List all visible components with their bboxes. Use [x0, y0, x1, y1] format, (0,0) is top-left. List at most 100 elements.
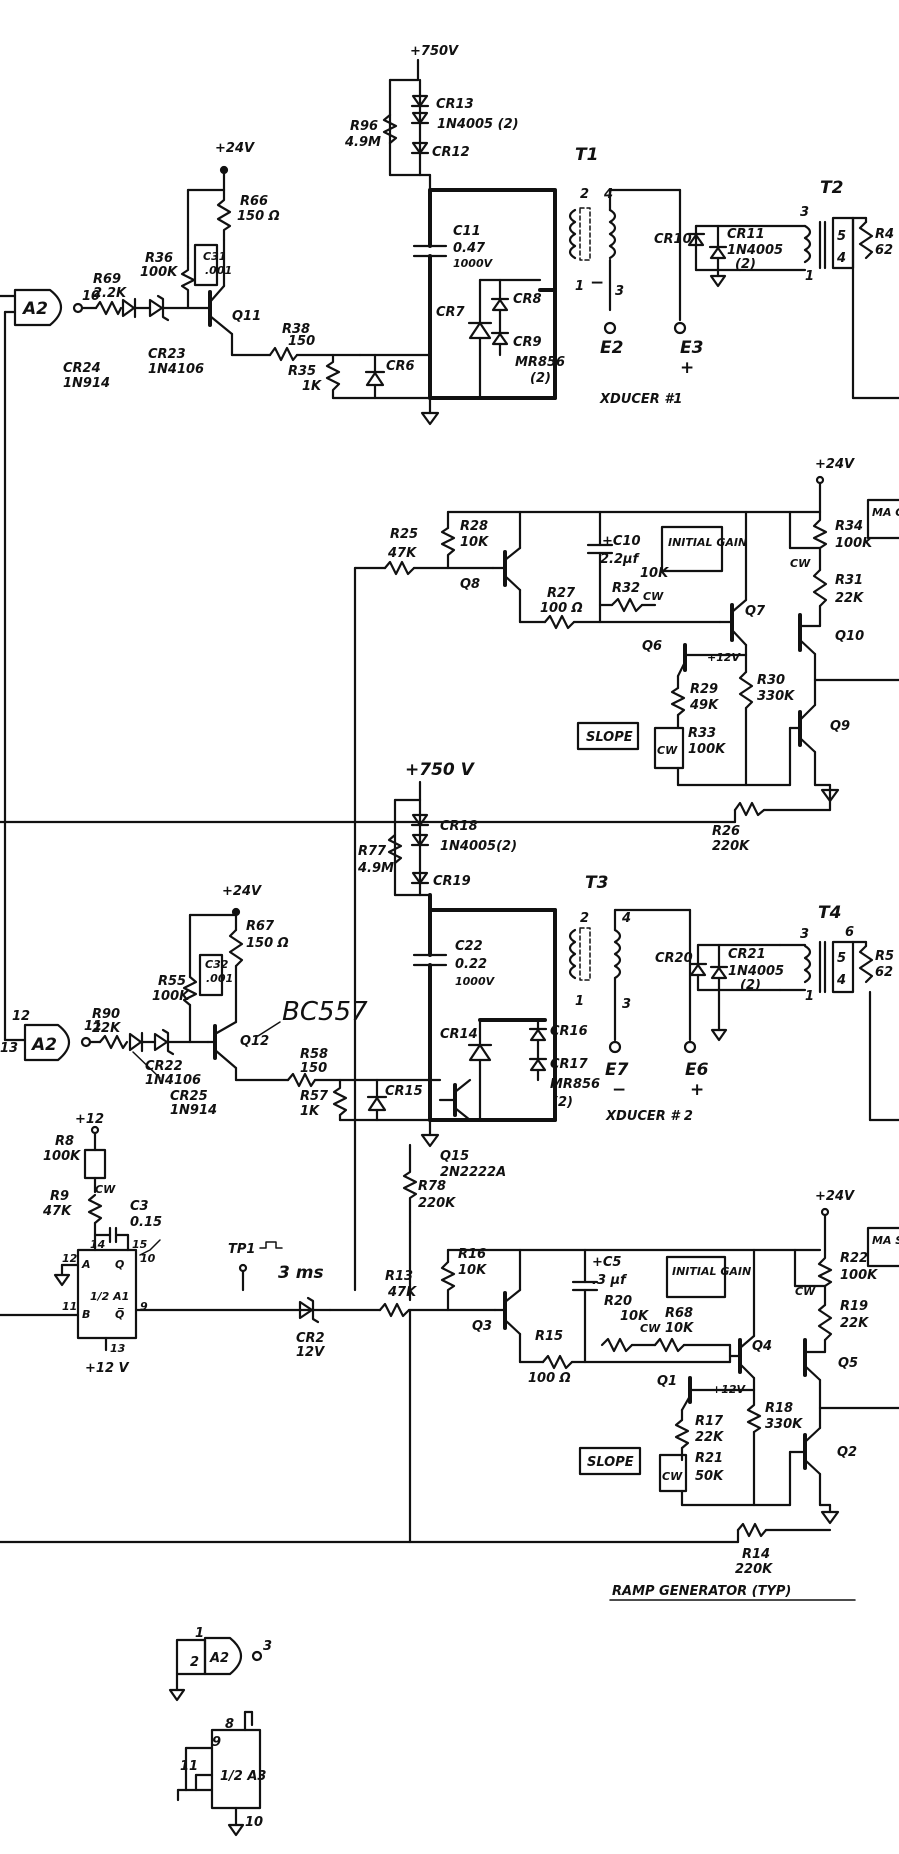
slope-box-1	[576, 721, 640, 751]
transformer-primary-loop	[428, 188, 557, 292]
resistor-r31	[812, 568, 828, 608]
transistor-q8-emitter	[503, 574, 522, 592]
r58-label: R58	[300, 1047, 328, 1062]
a3-pin10: 10	[245, 1815, 263, 1830]
ground-symbol	[710, 1028, 728, 1042]
cr8-label: CR8	[513, 292, 542, 307]
resistor-r18	[746, 1388, 762, 1434]
nand-gate-a2-top	[13, 288, 63, 327]
r14-value: 220K	[735, 1562, 773, 1577]
slope-box-2	[578, 1446, 642, 1476]
q15-label: Q15	[440, 1149, 469, 1164]
xducer-2-label: XDUCER # 2	[605, 1109, 693, 1124]
r21-value: 50K	[695, 1469, 724, 1484]
pin-label: 2	[190, 1655, 199, 1670]
diode-cr18-a	[411, 813, 429, 827]
t1-pin3: 3	[615, 284, 624, 299]
transistor-q12-emitter	[213, 1020, 238, 1036]
resistor-r9	[87, 1193, 103, 1225]
resistor-r28	[440, 526, 456, 570]
a1-pin14: 14	[90, 1238, 105, 1251]
r33-value: 100K	[688, 742, 726, 757]
diode-cr19-a	[411, 871, 429, 885]
transistor-q10-emitter	[798, 638, 817, 656]
resistor-r15	[541, 1354, 574, 1370]
t2-label: T2	[820, 178, 843, 198]
resistor-r4x	[858, 220, 874, 260]
resistor-r68	[653, 1337, 686, 1353]
resistor-r20	[600, 1337, 634, 1353]
zener-cr22	[153, 1032, 169, 1052]
gate-label: A2	[30, 1035, 57, 1055]
t2-pin3: 3	[800, 205, 809, 220]
r55-label: R55	[158, 974, 186, 989]
resistor-r77	[387, 833, 403, 865]
transistor-q4-emitter	[738, 1362, 756, 1380]
cr21-qty: (2)	[740, 978, 761, 993]
r55-value: 100K	[152, 989, 190, 1004]
pin-label: 3	[263, 1639, 272, 1654]
r78-value: 220K	[418, 1196, 456, 1211]
q8-label: Q8	[460, 577, 480, 592]
cr13-value: 1N4005 (2)	[437, 117, 519, 132]
r66-value: 150 Ω	[237, 209, 280, 224]
c31-label: C31	[203, 250, 226, 263]
c22-voltage: 1000V	[455, 975, 496, 988]
r4x-label: R4	[875, 227, 894, 242]
resistor-r90	[98, 1034, 129, 1050]
resistor-r27	[543, 614, 576, 630]
cr11-label: CR11	[727, 227, 765, 242]
cr24-value: 1N914	[63, 376, 110, 391]
cr15-label: CR15	[385, 1084, 423, 1099]
q7-label: Q7	[745, 604, 766, 619]
t3-primary-coil	[568, 928, 577, 980]
t2-primary-coil	[803, 224, 812, 264]
transistor-q11-collector	[208, 314, 234, 336]
e3-sign: +	[680, 358, 694, 378]
q11-label: Q11	[232, 309, 261, 324]
a1-pin-qbar: Q̅	[115, 1308, 124, 1321]
resistor-r66	[216, 188, 232, 242]
max-slope-label-2: MA SL	[872, 1234, 899, 1247]
t2-pin1: 1	[805, 269, 814, 284]
t4-primary-coil	[803, 944, 812, 984]
ramp-generator-caption: RAMP GENERATOR (TYP)	[612, 1584, 791, 1599]
c5-value: .3 µf	[592, 1273, 628, 1288]
a1-pin-a: A	[81, 1258, 91, 1271]
cr9-label: CR9	[513, 335, 542, 350]
a1-pin-q: Q	[115, 1258, 124, 1271]
c3-label: C3	[130, 1199, 149, 1214]
resistor-r35	[325, 353, 341, 397]
r68-label: R68	[665, 1306, 693, 1321]
a1-pin13: 13	[110, 1342, 126, 1355]
r29-value: 49K	[689, 698, 719, 713]
transistor-q1-emitter	[680, 1394, 692, 1412]
ground-symbol	[53, 1273, 71, 1287]
c11-value: 0.47	[453, 241, 486, 256]
terminal-e3	[673, 321, 687, 335]
r34-label: R34	[835, 519, 863, 534]
cr10-label: CR10	[654, 232, 692, 247]
cw-label: CW	[643, 590, 664, 603]
r19-value: 22K	[840, 1316, 869, 1331]
cr11-value: 1N4005	[727, 243, 783, 258]
r58-value: 150	[300, 1061, 327, 1076]
transistor-q12-collector	[213, 1048, 238, 1070]
transistor-q3-collector	[503, 1288, 522, 1304]
resistor-r32	[610, 597, 644, 613]
resistor-r29	[670, 686, 686, 717]
r13-value: 47K	[387, 1285, 417, 1300]
resistor-r17	[674, 1418, 690, 1450]
cr11-qty: (2)	[735, 257, 756, 272]
t4-label: T4	[818, 903, 841, 923]
r20-value: 10K	[620, 1309, 649, 1324]
a3-pin9: 9	[212, 1735, 221, 1750]
diode-cr7	[468, 321, 492, 340]
cr2-label: CR2	[296, 1331, 325, 1346]
a3-pin8: 8	[225, 1717, 234, 1732]
resistor-r69	[94, 300, 123, 316]
r28-value: 10K	[460, 535, 489, 550]
transistor-q7-collector	[730, 598, 748, 614]
diode-cr16	[529, 1028, 547, 1042]
